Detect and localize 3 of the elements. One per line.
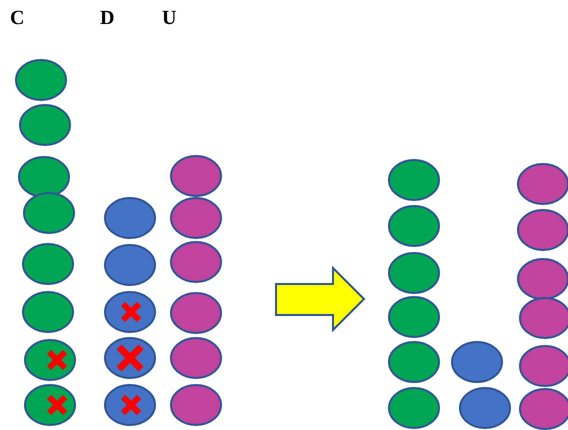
column-label: U xyxy=(162,8,176,28)
column-label: D xyxy=(100,8,114,28)
column-label: C xyxy=(10,8,24,28)
